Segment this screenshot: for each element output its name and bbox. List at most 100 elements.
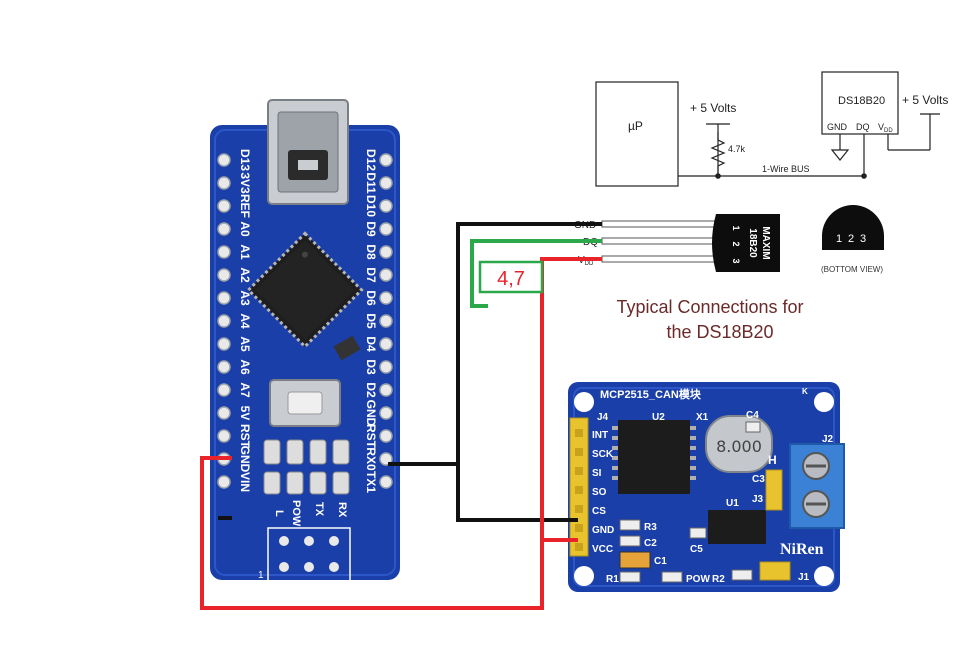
nano-left-pin-label: A3 xyxy=(238,290,252,306)
nano-right-pin-label: D10 xyxy=(364,195,378,217)
label-u2: U2 xyxy=(652,412,665,423)
nano-left-pin-pad xyxy=(217,406,231,420)
nano-right-pin-label: D12 xyxy=(364,149,378,171)
mount-hole xyxy=(814,392,834,412)
nano-left-pin-pad xyxy=(217,153,231,167)
can-header-pin-label: VCC xyxy=(592,544,613,555)
nano-right-pin-pad xyxy=(379,199,393,213)
nano-right-pin-label: TX1 xyxy=(364,471,378,493)
nano-left-pin-pad xyxy=(217,245,231,259)
nano-right-pin-pad xyxy=(379,360,393,374)
nano-left-pin-label: A5 xyxy=(238,336,252,352)
nano-right-pin-label: GND xyxy=(364,400,378,427)
mcu-label: µP xyxy=(628,119,643,133)
nano-left-pin-label: A0 xyxy=(238,221,252,237)
label-c4: C4 xyxy=(746,410,759,421)
label-j3: J3 xyxy=(752,494,764,505)
nano-left-pin-label: A4 xyxy=(238,313,252,329)
nano-left-pin-pad xyxy=(217,291,231,305)
sensor-supply-label: + 5 Volts xyxy=(902,93,948,107)
wires xyxy=(200,222,602,610)
nano-right-pin-pad xyxy=(379,245,393,259)
led-label-pow: POW xyxy=(290,500,302,527)
can-header-pin xyxy=(575,524,583,532)
can-module-title: MCP2515_CAN模块 xyxy=(600,387,702,401)
nano-left-pin-pad xyxy=(217,222,231,236)
nano-right-pin-label: D7 xyxy=(364,267,378,283)
can-header-pin-label: GND xyxy=(592,525,614,536)
led-label-tx: TX xyxy=(313,502,325,517)
package-pin-3: 3 xyxy=(731,258,741,263)
can-header-pin-label: SCK xyxy=(592,449,614,460)
can-header-pin xyxy=(575,543,583,551)
led-label-l: L xyxy=(273,510,285,517)
nano-left-pin-label: 5V xyxy=(238,406,252,421)
nano-led-labels: L POW TX RX xyxy=(273,500,348,527)
package-pin-1: 1 xyxy=(731,225,741,230)
nano-left-pin-pad xyxy=(217,337,231,351)
jumper-j1[interactable] xyxy=(759,561,791,581)
nano-right-pin-pad xyxy=(379,153,393,167)
nano-left-pin-label: A1 xyxy=(238,244,252,260)
package-pin-2: 2 xyxy=(731,241,741,246)
nano-right-pin-pad xyxy=(379,268,393,282)
can-header-pin xyxy=(575,467,583,475)
bottom-view-package xyxy=(822,205,884,250)
jumper-j3[interactable] xyxy=(765,469,783,511)
nano-left-pin-pad xyxy=(217,199,231,213)
label-j4: J4 xyxy=(597,412,609,423)
label-j2: J2 xyxy=(822,434,834,445)
package-text: MAXIM 18B20 1 2 3 xyxy=(731,225,771,263)
nano-left-pin-label: REF xyxy=(238,194,252,218)
mcp2515-chip xyxy=(618,420,690,494)
nano-right-pin-pad xyxy=(379,291,393,305)
nano-right-pin-pad xyxy=(379,383,393,397)
header-number: 1 xyxy=(258,570,264,581)
crystal xyxy=(333,335,361,361)
label-r1: R1 xyxy=(606,574,619,585)
label-c2: C2 xyxy=(644,538,657,549)
wire-vcc xyxy=(200,257,602,610)
can-header-pin xyxy=(575,486,583,494)
mcp2515-can-module: 8.000 xyxy=(568,382,845,592)
wire-dq xyxy=(470,239,602,308)
bus-label: 1-Wire BUS xyxy=(762,164,810,174)
resistor-value-label: 4.7k xyxy=(728,144,746,154)
package-leads xyxy=(601,220,721,263)
bottom-number-3: 3 xyxy=(860,233,866,245)
nano-left-pin-pad xyxy=(217,429,231,443)
schematic-labels: µP + 5 Volts 4.7k 1-Wire BUS DS18B20 GND… xyxy=(628,93,948,174)
label-j1: J1 xyxy=(798,572,810,583)
nano-left-pin-label: A7 xyxy=(238,382,252,398)
can-header-pin-label: SI xyxy=(592,468,602,479)
nano-right-pin-pad xyxy=(379,176,393,190)
mount-hole xyxy=(574,566,594,586)
nano-right-pin-label: D5 xyxy=(364,313,378,329)
sensor-pin-gnd: GND xyxy=(827,122,848,132)
wire-gnd-to-can xyxy=(456,464,578,522)
nano-right-pin-pad xyxy=(379,222,393,236)
label-r2: R2 xyxy=(712,574,725,585)
nano-left-pin-pad xyxy=(217,475,231,489)
bottom-number-2: 2 xyxy=(848,233,854,245)
package-brand-18b20: 18B20 xyxy=(747,228,758,258)
nano-right-pin-label: D9 xyxy=(364,221,378,237)
can-header-pin xyxy=(575,505,583,513)
label-c5: C5 xyxy=(690,544,703,555)
nano-right-pin-pad xyxy=(379,475,393,489)
bottom-view-numbers: 1 2 3 xyxy=(836,233,866,245)
nano-left-pin-pad xyxy=(217,360,231,374)
icsp-header xyxy=(267,527,351,583)
bottom-number-1: 1 xyxy=(836,233,842,245)
sensor-pin-vdd: VDD xyxy=(878,122,893,134)
transceiver-chip xyxy=(708,510,766,544)
crystal-value: 8.000 xyxy=(716,437,762,456)
nano-right-pin-label: D2 xyxy=(364,382,378,398)
sensor-pin-dq: DQ xyxy=(856,122,870,132)
nano-left-pin-pad xyxy=(217,314,231,328)
nano-left-pin-pad xyxy=(217,383,231,397)
can-header-pin-label: SO xyxy=(592,487,607,498)
